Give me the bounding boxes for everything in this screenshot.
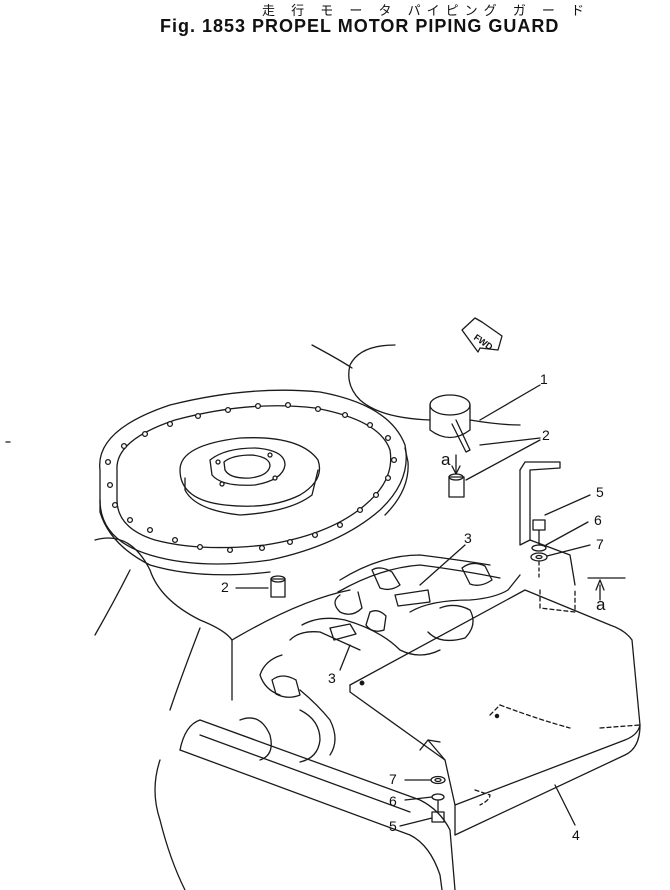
callout-2-lower: 2	[221, 579, 229, 595]
callout-labels: 1 2 2 3 3 4 5 5 6 6 7 7 a a	[221, 371, 606, 843]
callout-6-upper: 6	[594, 512, 602, 528]
callout-7-lower: 7	[389, 771, 397, 787]
swing-circle-flange	[99, 389, 409, 576]
callout-2-upper: 2	[542, 427, 550, 443]
part-5-bolt-lower	[399, 799, 445, 827]
part-2-spacer-lower	[235, 575, 286, 598]
figure-title: Fig. 1853 PROPEL MOTOR PIPING GUARD	[160, 16, 560, 36]
frame-outline-left	[94, 537, 233, 711]
callout-5-lower: 5	[389, 818, 397, 834]
callout-6-lower: 6	[389, 793, 397, 809]
part-2-spacer-upper	[448, 439, 541, 498]
callout-4: 4	[572, 827, 580, 843]
frame-outline-upper	[311, 344, 521, 426]
callout-7-upper: 7	[596, 536, 604, 552]
part-1-hose-clamp	[429, 384, 541, 453]
frame-outline-lower	[154, 717, 456, 890]
guard-bracket-plate	[519, 461, 576, 586]
callout-1: 1	[540, 371, 548, 387]
part-5-bolt-upper	[532, 494, 591, 546]
hydraulic-piping-assembly	[231, 554, 521, 763]
callout-5-upper: 5	[596, 484, 604, 500]
part-7-washer-lower	[404, 775, 446, 785]
part-7-washer-upper	[530, 544, 591, 562]
view-a-label-lower: a	[596, 595, 606, 614]
part-3-leaders	[339, 544, 466, 671]
callout-3-upper: 3	[464, 530, 472, 546]
japanese-title: 走 行 モ ー タ パイピング ガ ー ド	[262, 4, 591, 19]
part-4-piping-guard	[349, 589, 641, 836]
view-a-label-upper: a	[441, 450, 451, 469]
part-6-washer-upper	[531, 521, 589, 552]
fwd-direction-marker: FWD	[461, 317, 503, 353]
view-a-indicator	[539, 577, 626, 613]
callout-3-lower: 3	[328, 670, 336, 686]
